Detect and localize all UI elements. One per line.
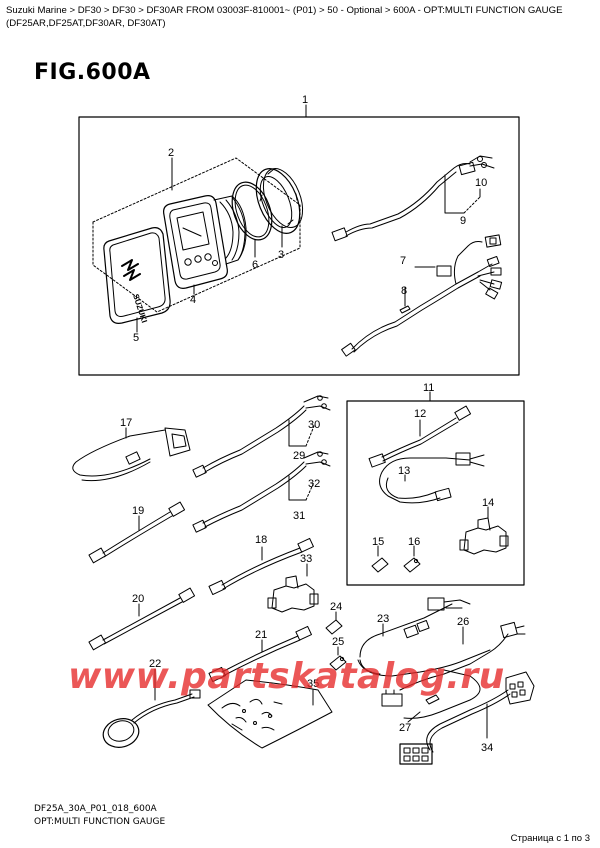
- plug-15-illustration: [371, 545, 389, 573]
- harness-31-illustration: [192, 451, 331, 533]
- plug-25-illustration: [329, 646, 347, 671]
- callout-27: 27: [399, 722, 411, 734]
- callout-29: 29: [293, 450, 305, 462]
- harness-26-illustration: [381, 621, 526, 723]
- harness-29-illustration: [192, 395, 331, 478]
- callout-14: 14: [482, 497, 494, 509]
- cable-21-illustration: [208, 625, 312, 682]
- cable-13-illustration: [379, 452, 485, 504]
- callout-2: 2: [168, 147, 174, 159]
- callout-20: 20: [132, 593, 144, 605]
- callout-23: 23: [377, 613, 389, 625]
- callout-17: 17: [120, 417, 132, 429]
- breadcrumb: Suzuki Marine > DF30 > DF30 > DF30AR FRO…: [6, 5, 563, 29]
- watermark: www.partskatalog.ru: [68, 656, 505, 697]
- cable-22-illustration: [102, 668, 201, 748]
- callout-26: 26: [457, 616, 469, 628]
- callout-19: 19: [132, 505, 144, 517]
- cable-18-illustration: [208, 537, 314, 595]
- right-group-box: [346, 391, 525, 586]
- plug-16-illustration: [403, 545, 421, 573]
- callout-32: 32: [308, 478, 320, 490]
- harness-7-illustration: [341, 234, 503, 357]
- plug-24-illustration: [325, 611, 343, 635]
- gauge-explode-box: [92, 157, 301, 313]
- callout-16: 16: [408, 536, 420, 548]
- callout-3: 3: [278, 249, 284, 261]
- figure-title: FIG.600A: [34, 60, 151, 85]
- callout-15: 15: [372, 536, 384, 548]
- callout-10: 10: [475, 177, 487, 189]
- suzuki-logo: SUZUKI: [121, 259, 149, 324]
- document-code: DF25A_30A_P01_018_600A: [34, 804, 157, 814]
- callout-33: 33: [300, 553, 312, 565]
- callout-34: 34: [481, 742, 493, 754]
- callout-25: 25: [332, 636, 344, 648]
- parts-bag-35-illustration: [207, 679, 333, 749]
- t-connector-33-illustration: [267, 563, 319, 613]
- callout-31: 31: [293, 510, 305, 522]
- callout-labels: 1 2 3 4 5 6 7 8 9 10 11 12 13 14 15 16 1…: [120, 94, 494, 754]
- t-connector-14-illustration: [459, 506, 509, 555]
- callout-35: 35: [307, 678, 319, 690]
- callout-21: 21: [255, 629, 267, 641]
- callout-24: 24: [330, 601, 342, 613]
- main-assembly-box: [78, 104, 520, 376]
- callout-4: 4: [190, 294, 196, 306]
- callout-9: 9: [460, 215, 466, 227]
- callout-6: 6: [252, 259, 258, 271]
- callout-11: 11: [423, 382, 434, 394]
- callout-5: 5: [133, 332, 139, 344]
- harness-23-illustration: [357, 597, 491, 677]
- callout-12: 12: [414, 408, 426, 420]
- callout-7: 7: [400, 255, 406, 267]
- harness-9-illustration: [331, 155, 495, 242]
- harness-34-illustration: [399, 671, 535, 765]
- cable-17-illustration: [72, 427, 191, 482]
- callout-1: 1: [302, 94, 308, 106]
- logo-wordmark: SUZUKI: [131, 293, 149, 324]
- document-caption: OPT:MULTI FUNCTION GAUGE: [34, 817, 166, 827]
- callout-22: 22: [149, 658, 161, 670]
- callout-13: 13: [398, 465, 410, 477]
- callout-30: 30: [308, 419, 320, 431]
- cable-12-illustration: [368, 405, 472, 468]
- o-ring-illustration: [231, 181, 273, 258]
- cable-20-illustration: [88, 587, 196, 651]
- callout-8: 8: [401, 285, 407, 297]
- page-indicator: Страница с 1 по 3: [510, 833, 590, 844]
- gauge-body-illustration: [163, 195, 247, 295]
- lock-nut-illustration: [255, 168, 304, 248]
- callout-18: 18: [255, 534, 267, 546]
- cable-19-illustration: [88, 501, 186, 564]
